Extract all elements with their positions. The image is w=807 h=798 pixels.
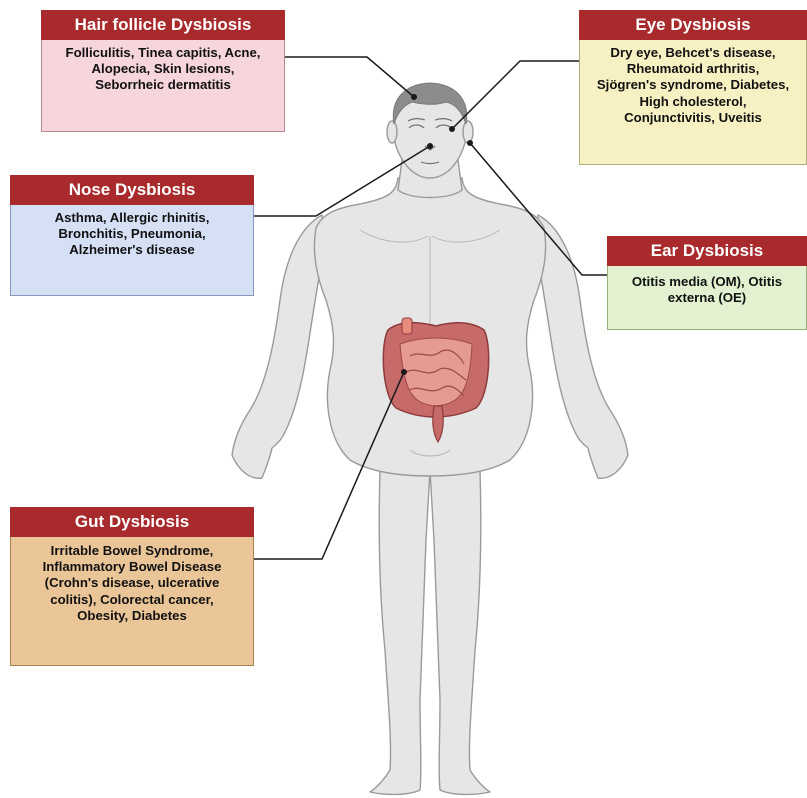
eye-title: Eye Dysbiosis	[579, 10, 807, 40]
dot-ear	[467, 140, 473, 146]
condition-line: Irritable Bowel Syndrome,	[17, 543, 247, 559]
eye-conditions: Dry eye, Behcet's disease, Rheumatoid ar…	[579, 40, 807, 165]
condition-line: Alzheimer's disease	[17, 242, 247, 258]
condition-line: Dry eye, Behcet's disease,	[586, 45, 800, 61]
condition-line: Folliculitis, Tinea capitis, Acne,	[48, 45, 278, 61]
ear-title: Ear Dysbiosis	[607, 236, 807, 266]
dot-gut	[401, 369, 407, 375]
condition-line: High cholesterol,	[586, 94, 800, 110]
condition-line: externa (OE)	[614, 290, 800, 306]
condition-line: Conjunctivitis, Uveitis	[586, 110, 800, 126]
dot-nose	[427, 143, 433, 149]
condition-line: Alopecia, Skin lesions,	[48, 61, 278, 77]
connector-eye	[452, 61, 579, 129]
eye-callout: Eye Dysbiosis Dry eye, Behcet's disease,…	[579, 10, 807, 165]
condition-line: Otitis media (OM), Otitis	[614, 274, 800, 290]
condition-line: Inflammatory Bowel Disease	[17, 559, 247, 575]
gut-title: Gut Dysbiosis	[10, 507, 254, 537]
hair-follicle-title: Hair follicle Dysbiosis	[41, 10, 285, 40]
nose-conditions: Asthma, Allergic rhinitis, Bronchitis, P…	[10, 205, 254, 296]
body-silhouette	[232, 85, 628, 794]
condition-line: Sjögren's syndrome, Diabetes,	[586, 77, 800, 93]
dot-eye	[449, 126, 455, 132]
ear-conditions: Otitis media (OM), Otitis externa (OE)	[607, 266, 807, 330]
condition-line: Bronchitis, Pneumonia,	[17, 226, 247, 242]
gut-callout: Gut Dysbiosis Irritable Bowel Syndrome, …	[10, 507, 254, 666]
condition-line: Obesity, Diabetes	[17, 608, 247, 624]
condition-line: (Crohn's disease, ulcerative	[17, 575, 247, 591]
condition-line: Asthma, Allergic rhinitis,	[17, 210, 247, 226]
ear-callout: Ear Dysbiosis Otitis media (OM), Otitis …	[607, 236, 807, 330]
hair-follicle-conditions: Folliculitis, Tinea capitis, Acne, Alope…	[41, 40, 285, 132]
condition-line: Rheumatoid arthritis,	[586, 61, 800, 77]
nose-callout: Nose Dysbiosis Asthma, Allergic rhinitis…	[10, 175, 254, 296]
gut-conditions: Irritable Bowel Syndrome, Inflammatory B…	[10, 537, 254, 666]
hair-follicle-callout: Hair follicle Dysbiosis Folliculitis, Ti…	[41, 10, 285, 132]
dot-hair	[411, 94, 417, 100]
connector-hair	[285, 57, 414, 97]
condition-line: colitis), Colorectal cancer,	[17, 592, 247, 608]
condition-line: Seborrheic dermatitis	[48, 77, 278, 93]
nose-title: Nose Dysbiosis	[10, 175, 254, 205]
